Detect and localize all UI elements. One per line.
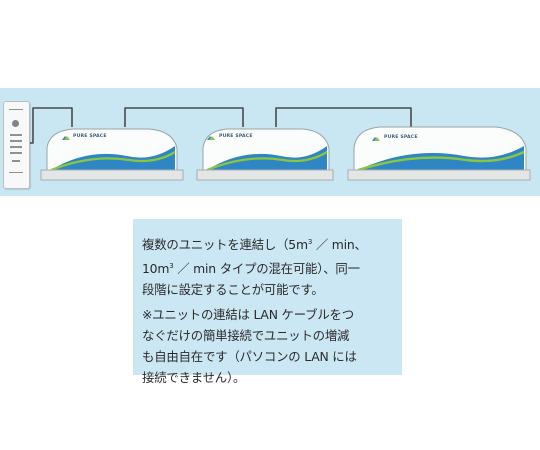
text-segment: 複数のユニットを連結し（5m bbox=[142, 237, 308, 252]
air-purifier-unit-2: PURE SPACE bbox=[195, 126, 335, 182]
brand-label: PURE SPACE bbox=[73, 134, 107, 139]
text-segment: ／ min タイプの混在可能）、同一 bbox=[173, 260, 360, 276]
text-line: 段階に設定することが可能です。 bbox=[142, 281, 324, 297]
text-segment: ／ min、 bbox=[312, 237, 367, 252]
description-paragraph-1: 複数のユニットを連結し（5m3 ／ min、 10m3 ／ min タイプの混在… bbox=[142, 232, 396, 300]
text-line: なぐだけの簡単接続でユニットの増減 bbox=[142, 328, 350, 344]
superscript: 3 bbox=[307, 238, 313, 246]
text-segment: 10m bbox=[142, 260, 170, 276]
air-purifier-unit-1: PURE SPACE bbox=[37, 126, 185, 182]
superscript: 3 bbox=[169, 261, 174, 270]
text-line: 接続できません）。 bbox=[142, 369, 246, 385]
unit-body-icon bbox=[196, 128, 334, 181]
unit-body-icon bbox=[40, 128, 184, 181]
brand-label: PURE SPACE bbox=[219, 134, 253, 139]
text-line: も自由自在です（パソコンの LAN には bbox=[142, 348, 357, 364]
air-purifier-unit-3: PURE SPACE bbox=[346, 124, 532, 182]
description-panel: 複数のユニットを連結し（5m3 ／ min、 10m3 ／ min タイプの混在… bbox=[133, 219, 402, 385]
unit-body-icon bbox=[347, 126, 531, 181]
controller-dial-icon bbox=[12, 120, 19, 127]
description-paragraph-2: ※ユニットの連結は LAN ケーブルをつ なぐだけの簡単接続でユニットの増減 も… bbox=[142, 305, 396, 388]
text-line: ※ユニットの連結は LAN ケーブルをつ bbox=[142, 307, 354, 323]
brand-label: PURE SPACE bbox=[384, 135, 418, 140]
wall-controller bbox=[3, 101, 30, 189]
